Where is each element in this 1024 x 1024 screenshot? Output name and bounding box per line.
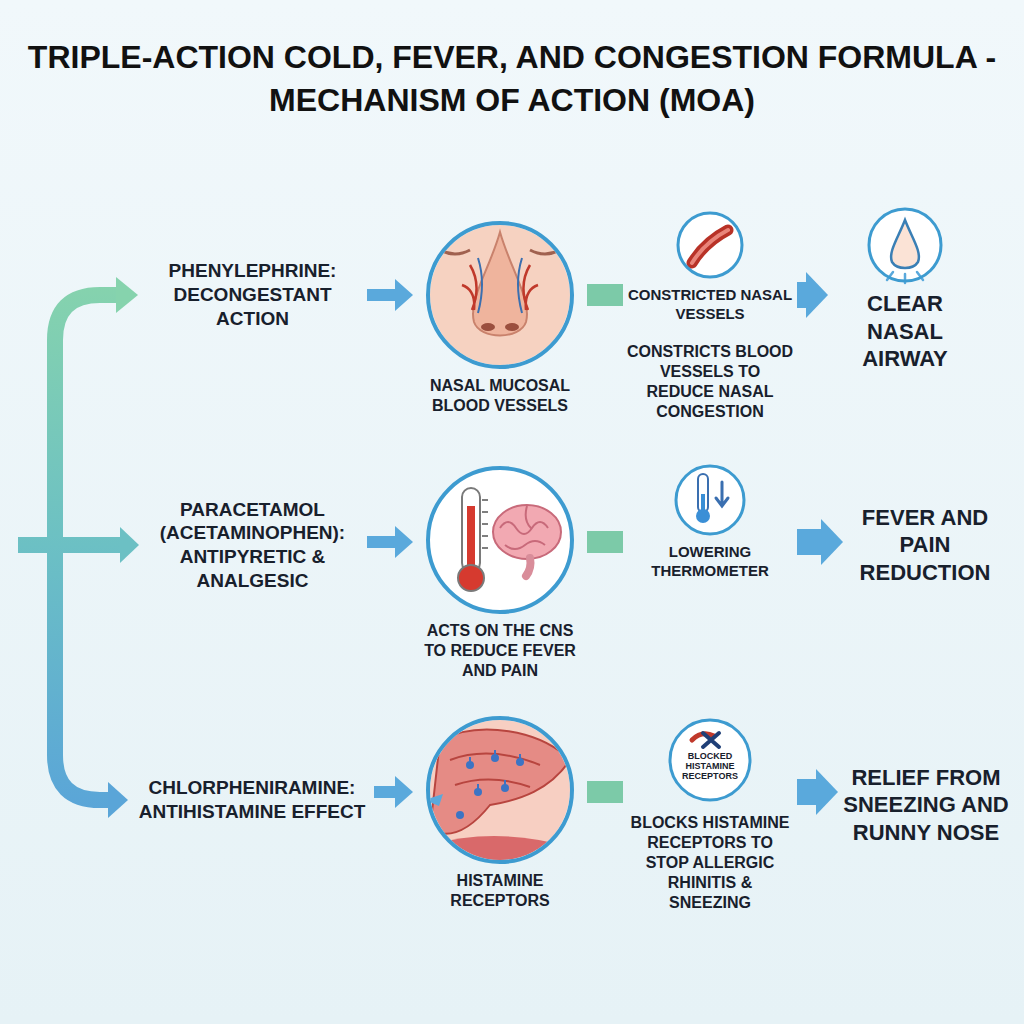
node-ring bbox=[425, 220, 575, 370]
thermometer-brain-illustration bbox=[526, 558, 531, 576]
node-ring bbox=[866, 206, 944, 284]
node-ring bbox=[675, 210, 745, 280]
icon-label: BLOCKED HISTAMINE RECEPTORS bbox=[679, 752, 741, 782]
target-caption: NASAL MUCOSAL BLOOD VESSELS bbox=[415, 376, 585, 416]
connector-arrow bbox=[367, 289, 395, 301]
result-label: RELIEF FROM SNEEZING AND RUNNY NOSE bbox=[840, 764, 1012, 847]
connector-band bbox=[587, 531, 623, 553]
target-circle: HISTAMINE RECEPTORS bbox=[415, 715, 585, 911]
drug-box: CHLORPHENIRAMINE: ANTIHISTAMINE EFFECT bbox=[132, 776, 372, 824]
target-caption: ACTS ON THE CNS TO REDUCE FEVER AND PAIN bbox=[415, 621, 585, 681]
nose-face-illustration bbox=[420, 215, 580, 375]
result-label: FEVER AND PAIN REDUCTION bbox=[845, 504, 1005, 587]
connector-arrow bbox=[797, 529, 821, 555]
icon-label: LOWERING THERMOMETER bbox=[625, 543, 795, 581]
split-bracket bbox=[116, 277, 138, 313]
thermometer-brain-illustration bbox=[500, 506, 548, 549]
effect-circle: BLOCKED HISTAMINE RECEPTORS BLOCKS HISTAM… bbox=[625, 717, 795, 913]
icon-label: CONSTRICTED NASAL VESSELS bbox=[625, 286, 795, 324]
thermometer-brain-illustration bbox=[493, 505, 561, 559]
nasal-cavity-illustration bbox=[450, 754, 540, 787]
node-ring bbox=[869, 209, 941, 281]
drug-box: PHENYLEPHRINE: DECONGESTANT ACTION bbox=[140, 259, 365, 330]
lowering-thermometer-icon bbox=[701, 494, 705, 510]
clear-nose-icon bbox=[869, 209, 941, 283]
nasal-cavity-illustration bbox=[420, 710, 580, 880]
connector-band bbox=[587, 284, 623, 306]
diagram-title: TRIPLE-ACTION COLD, FEVER, AND CONGESTIO… bbox=[12, 36, 1012, 122]
blocked-receptor-icon bbox=[670, 720, 750, 800]
result-circle: CLEAR NASAL AIRWAY bbox=[830, 206, 980, 373]
node-ring bbox=[678, 213, 742, 277]
thermometer-brain-illustration bbox=[458, 565, 484, 591]
connector-arrow bbox=[367, 536, 395, 548]
thermometer-brain-illustration bbox=[428, 468, 572, 612]
node-ring bbox=[425, 715, 575, 865]
nose-face-illustration bbox=[478, 258, 522, 313]
target-caption: HISTAMINE RECEPTORS bbox=[415, 871, 585, 911]
effect-circle: LOWERING THERMOMETER bbox=[625, 463, 795, 581]
effect-caption: CONSTRICTS BLOOD VESSELS TO REDUCE NASAL… bbox=[625, 342, 795, 422]
lowering-thermometer-icon bbox=[676, 466, 744, 534]
thermometer-brain-illustration bbox=[428, 468, 572, 612]
split-bracket bbox=[18, 277, 139, 818]
node-ring bbox=[676, 466, 744, 534]
node-ring bbox=[428, 223, 572, 367]
clear-nose-icon bbox=[891, 220, 919, 268]
connector-arrow bbox=[797, 282, 806, 308]
nasal-cavity-illustration bbox=[456, 811, 464, 819]
nose-face-illustration bbox=[473, 232, 527, 336]
clear-nose-icon bbox=[869, 209, 941, 281]
vessel-icon bbox=[692, 230, 728, 263]
thermometer-brain-illustration bbox=[462, 488, 480, 572]
target-circle: NASAL MUCOSAL BLOOD VESSELS bbox=[415, 220, 585, 416]
lowering-thermometer-icon bbox=[696, 509, 710, 523]
nose-face-illustration bbox=[505, 323, 519, 331]
connector-band bbox=[587, 781, 623, 803]
nasal-cavity-illustration bbox=[420, 710, 580, 880]
drug-label: PHENYLEPHRINE: DECONGESTANT ACTION bbox=[140, 259, 365, 330]
node-ring bbox=[425, 465, 575, 615]
connector-arrow bbox=[374, 786, 395, 798]
split-bracket bbox=[108, 782, 128, 818]
lowering-thermometer-icon bbox=[716, 482, 728, 506]
vessel-icon bbox=[678, 213, 742, 277]
blocked-receptor-icon bbox=[670, 720, 750, 800]
drug-label: CHLORPHENIRAMINE: ANTIHISTAMINE EFFECT bbox=[132, 776, 372, 824]
result-label: CLEAR NASAL AIRWAY bbox=[830, 290, 980, 373]
thermometer-brain-illustration bbox=[467, 506, 475, 568]
vessel-icon bbox=[678, 213, 742, 277]
nasal-cavity-illustration bbox=[430, 730, 570, 834]
split-bracket bbox=[120, 527, 139, 563]
node-ring bbox=[428, 718, 572, 862]
lowering-thermometer-icon bbox=[676, 466, 744, 534]
nose-face-illustration bbox=[481, 323, 495, 331]
lowering-thermometer-icon bbox=[698, 474, 708, 512]
result-box: FEVER AND PAIN REDUCTION bbox=[845, 504, 1005, 587]
nasal-cavity-illustration bbox=[456, 754, 524, 819]
nasal-cavity-illustration bbox=[470, 750, 520, 792]
vessel-icon bbox=[692, 230, 728, 263]
nose-face-illustration bbox=[420, 215, 580, 375]
thermometer-brain-illustration bbox=[458, 488, 561, 591]
result-box: RELIEF FROM SNEEZING AND RUNNY NOSE bbox=[840, 764, 1012, 847]
blocked-receptor-icon bbox=[703, 733, 719, 747]
nose-face-illustration bbox=[462, 265, 538, 310]
nose-face-illustration bbox=[420, 215, 580, 375]
effect-caption: BLOCKS HISTAMINE RECEPTORS TO STOP ALLER… bbox=[625, 813, 795, 913]
drug-box: PARACETAMOL (ACETAMINOPHEN): ANTIPYRETIC… bbox=[140, 498, 365, 593]
drug-label: PARACETAMOL (ACETAMINOPHEN): ANTIPYRETIC… bbox=[140, 498, 365, 593]
node-ring bbox=[428, 468, 572, 612]
split-bracket bbox=[18, 537, 122, 553]
effect-circle: CONSTRICTED NASAL VESSELS CONSTRICTS BLOO… bbox=[625, 210, 795, 422]
thermometer-brain-illustration bbox=[482, 500, 488, 548]
target-circle: ACTS ON THE CNS TO REDUCE FEVER AND PAIN bbox=[415, 465, 585, 681]
connector-arrow bbox=[797, 779, 816, 805]
node-ring bbox=[670, 720, 750, 800]
node-ring bbox=[673, 463, 747, 537]
